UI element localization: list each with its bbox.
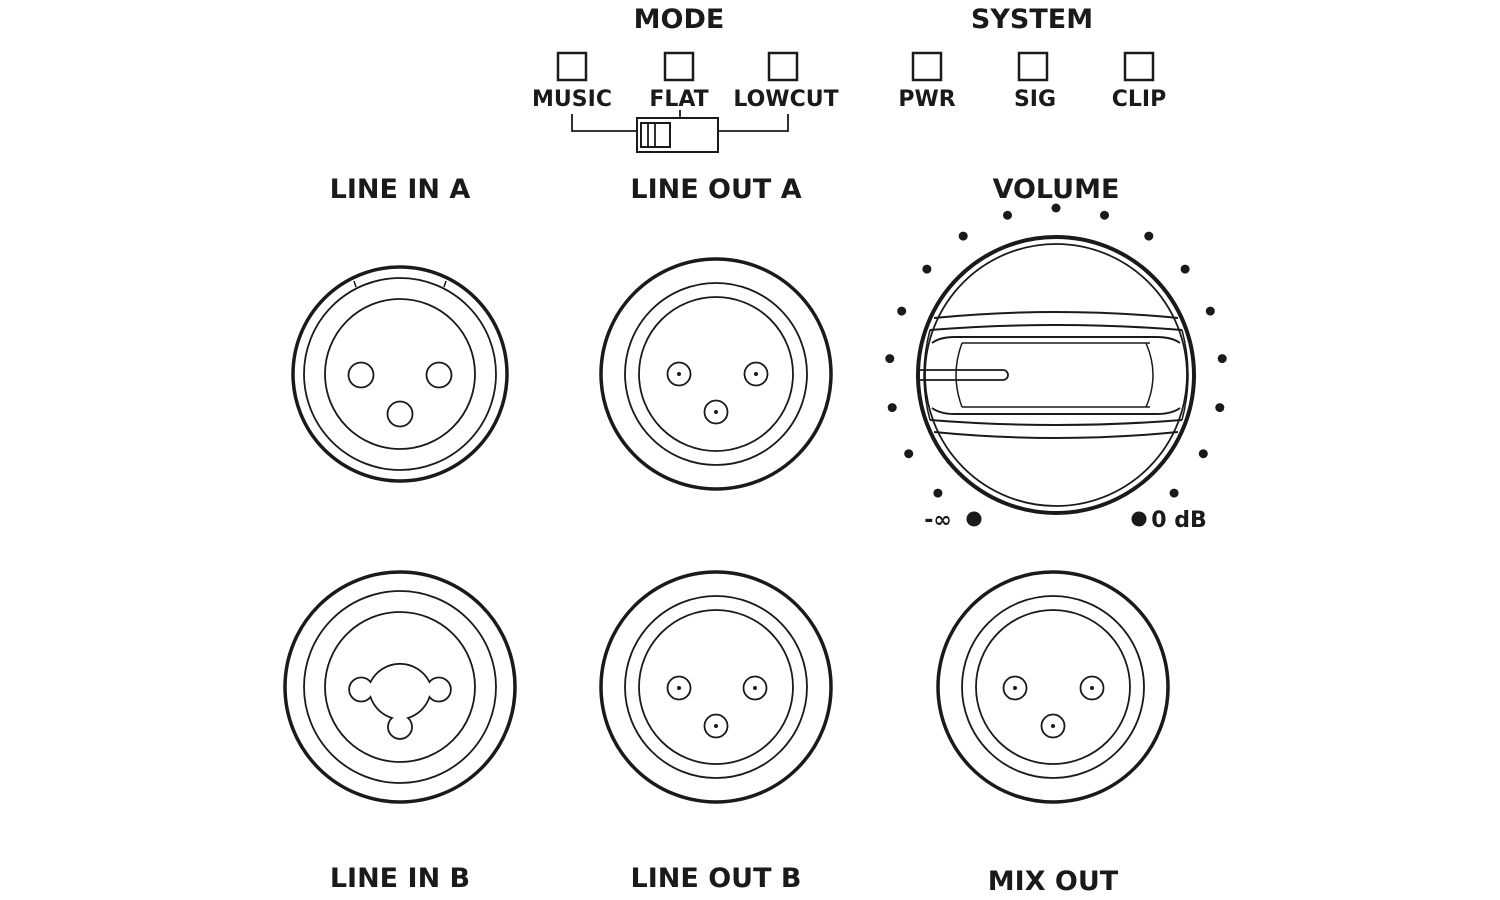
mode-led-lowcut [767, 51, 799, 82]
volume-tick-dot [1205, 306, 1215, 316]
volume-tick-dot [885, 354, 895, 364]
mode-title: MODE [634, 4, 725, 35]
mode-label-lowcut: LOWCUT [733, 87, 838, 112]
volume-tick-dot [958, 231, 968, 241]
line-in-a-jack[interactable] [291, 265, 509, 483]
label-line-in-b: LINE IN B [330, 863, 470, 894]
volume-tick-dot [922, 264, 932, 274]
mode-label-music: MUSIC [532, 87, 612, 112]
volume-scale-ticks [885, 203, 1227, 498]
volume-tick-dot [1144, 231, 1154, 241]
line-out-a-jack[interactable] [599, 257, 833, 491]
volume-min-label: -∞ [924, 508, 951, 533]
system-title: SYSTEM [971, 4, 1093, 35]
volume-max-label: 0 dB [1151, 508, 1206, 533]
label-mix-out: MIX OUT [988, 866, 1119, 897]
volume-tick-dot [1051, 203, 1061, 213]
led-label-pwr: PWR [898, 87, 955, 112]
mode-led-music [556, 51, 588, 82]
pin-hole-1 [347, 361, 375, 389]
volume-tick-dot [1100, 210, 1109, 220]
line-in-b-combo-jack[interactable] [283, 570, 517, 804]
mode-led-flat [663, 51, 695, 82]
volume-tick-dot [933, 488, 943, 498]
volume-tick-dot [1215, 403, 1225, 413]
volume-tick-dot [897, 306, 907, 316]
volume-pointer-indicator [918, 369, 1009, 381]
led-label-clip: CLIP [1112, 87, 1166, 112]
led-pwr [911, 51, 943, 82]
mode-slide-switch[interactable] [636, 117, 719, 153]
volume-tick-dot [1169, 488, 1179, 498]
volume-tick-dot [904, 449, 914, 459]
volume-title: VOLUME [993, 174, 1120, 205]
led-sig [1017, 51, 1049, 82]
volume-max-marker [1131, 511, 1147, 527]
led-label-sig: SIG [1014, 87, 1056, 112]
volume-tick-dot [887, 403, 897, 413]
volume-tick-dot [1003, 210, 1012, 220]
volume-min-marker [966, 511, 982, 527]
label-line-in-a: LINE IN A [330, 174, 471, 205]
line-out-b-jack[interactable] [599, 570, 833, 804]
mode-switch-bracket [571, 110, 789, 132]
label-line-out-a: LINE OUT A [630, 174, 801, 205]
volume-tick-dot [1217, 354, 1227, 364]
mode-label-flat: FLAT [649, 87, 708, 112]
pin-hole-2 [425, 361, 453, 389]
volume-tick-dot [1198, 449, 1208, 459]
volume-tick-dot [1180, 264, 1190, 274]
volume-knob[interactable] [916, 235, 1196, 515]
combo-socket-outline [348, 662, 452, 740]
led-clip [1123, 51, 1155, 82]
mix-out-jack[interactable] [936, 570, 1170, 804]
label-line-out-b: LINE OUT B [631, 863, 802, 894]
pin-hole-3 [386, 400, 414, 428]
